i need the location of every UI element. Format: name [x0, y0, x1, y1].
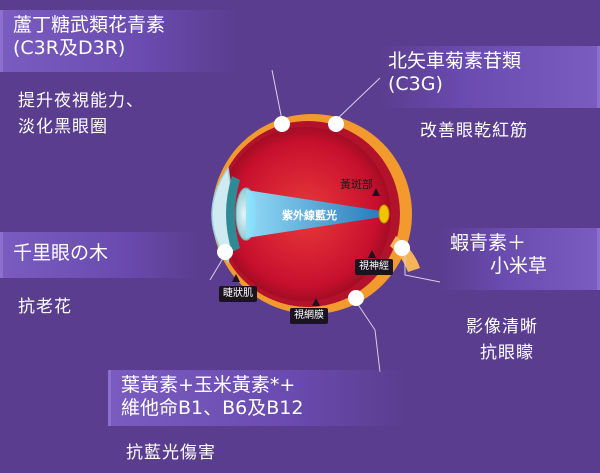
dot-left-mid — [217, 244, 233, 260]
ingredient-bottom-line2: 維他命B1、B6及B12 — [121, 397, 304, 419]
connector-left-top — [271, 69, 283, 121]
benefit-left-top-line1: 提升夜視能力、 — [18, 91, 144, 111]
benefit-right-mid: 影像清晰 抗眼矇 — [466, 314, 538, 366]
ingredient-right-mid-line2: 小米草 — [490, 255, 548, 277]
macula-marker — [372, 188, 380, 196]
benefit-right-mid-line2: 抗眼矇 — [480, 343, 534, 363]
ingredient-right-top-line1: 北矢車菊素苷類 — [388, 50, 522, 72]
ingredient-left-top-line1: 蘆丁糖武類花青素 — [13, 14, 166, 36]
retina-marker — [312, 298, 320, 306]
dot-right-mid — [394, 240, 410, 256]
ingredient-box-right-top: 北矢車菊素苷類 (C3G) — [378, 46, 600, 108]
macula — [378, 204, 390, 224]
beam-label: 紫外線藍光 — [282, 209, 337, 222]
iris — [226, 176, 240, 252]
benefit-left-top: 提升夜視能力、 淡化黑眼圈 — [18, 88, 144, 140]
ingredient-right-mid-line1: 蝦青素＋ — [450, 232, 527, 254]
dot-bottom — [348, 290, 364, 306]
ingredient-bottom-line1: 葉黃素+玉米黃素*+ — [121, 374, 296, 396]
benefit-bottom: 抗藍光傷害 — [126, 443, 216, 463]
ingredient-box-left-mid: 千里眼の木 — [0, 232, 200, 278]
optic-nerve-label: 視神經 — [355, 259, 393, 275]
benefit-left-top-line2: 淡化黑眼圈 — [18, 117, 108, 137]
connector-bottom — [354, 299, 381, 373]
retina-label: 視網膜 — [290, 308, 328, 324]
benefit-right-mid-line1: 影像清晰 — [466, 317, 538, 337]
benefit-left-mid: 抗老花 — [18, 297, 72, 317]
ingredient-box-bottom: 葉黃素+玉米黃素*+ 維他命B1、B6及B12 — [108, 370, 408, 426]
benefit-right-top: 改善眼乾紅筋 — [420, 121, 528, 141]
connector-right-mid — [404, 250, 441, 283]
optic-nerve-marker — [368, 250, 376, 258]
ingredient-box-right-mid: 蝦青素＋ 小米草 — [440, 228, 600, 290]
ingredient-left-mid: 千里眼の木 — [13, 242, 109, 264]
connector-right-top — [335, 77, 381, 121]
dot-left-top — [274, 116, 290, 132]
ciliary-label: 睫狀肌 — [219, 286, 257, 302]
dot-right-top — [328, 116, 344, 132]
macula-label: 黃斑部 — [340, 178, 373, 191]
ingredient-right-top-line2: (C3G) — [388, 73, 443, 95]
ingredient-left-top-line2: (C3R及D3R) — [13, 37, 126, 59]
ingredient-box-left-top: 蘆丁糖武類花青素 (C3R及D3R) — [0, 10, 238, 72]
ciliary-marker — [232, 274, 240, 282]
blue-light-beam — [246, 190, 382, 238]
